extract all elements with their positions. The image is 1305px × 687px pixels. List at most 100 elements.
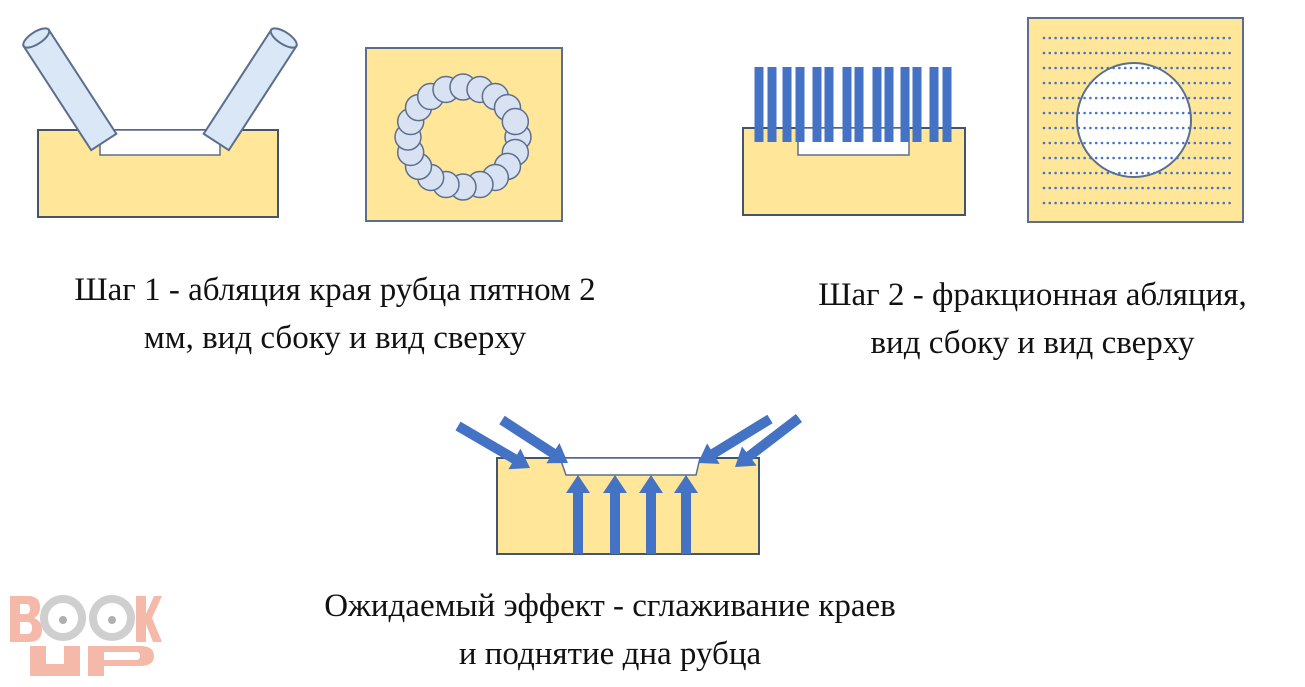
arrow-icon <box>603 475 627 554</box>
ablation-dot <box>1094 51 1098 55</box>
ablation-dot <box>1100 36 1104 40</box>
ablation-dot <box>1187 201 1191 205</box>
ablation-dot <box>1210 126 1214 130</box>
ablation-dot <box>1210 186 1214 190</box>
ablation-dot <box>1170 96 1173 100</box>
ablation-dot <box>1210 96 1214 100</box>
ablation-dot <box>1205 66 1208 70</box>
ablation-dot <box>1042 171 1046 175</box>
ablation-dot <box>1181 51 1185 55</box>
ablation-dot <box>1135 36 1139 40</box>
ablation-dot <box>1048 201 1052 205</box>
ablation-dot <box>1170 126 1173 130</box>
ablation-dot <box>1089 156 1092 160</box>
ablation-dot <box>1164 201 1168 205</box>
ablation-dot <box>1094 66 1098 70</box>
arrow-icon <box>735 414 803 467</box>
ablation-dot <box>1176 81 1179 85</box>
ablation-dot <box>1147 36 1150 40</box>
ablation-dot <box>1106 66 1110 70</box>
ablation-dot <box>1216 171 1220 175</box>
ablation-dot <box>1222 141 1226 145</box>
ablation-dot <box>1054 96 1057 100</box>
ablation-dot <box>1048 126 1052 130</box>
ablation-dot <box>1083 36 1086 40</box>
ablation-dot <box>1135 96 1139 100</box>
ablation-dot <box>1170 201 1173 205</box>
ablation-dot <box>1176 171 1179 175</box>
ablation-dot <box>1083 81 1086 85</box>
arrow-icon <box>698 414 773 464</box>
ablation-dot <box>1199 186 1202 190</box>
ablation-dot <box>1164 186 1168 190</box>
ablation-dot <box>1083 66 1086 70</box>
ablation-dot <box>1170 66 1173 70</box>
ablation-dot <box>1181 36 1185 40</box>
ablation-dot <box>1083 51 1086 55</box>
ablation-dot <box>1187 51 1191 55</box>
ablation-dot <box>1135 201 1139 205</box>
ablation-dot <box>1210 36 1214 40</box>
ablation-dot <box>1141 81 1144 85</box>
ablation-dot <box>1164 36 1168 40</box>
ablation-dot <box>1193 141 1197 145</box>
ablation-dot <box>1060 36 1063 40</box>
ablation-dot <box>1141 111 1144 115</box>
ablation-dot <box>1094 81 1098 85</box>
ablation-dot <box>1193 156 1197 160</box>
ablation-dot <box>1089 81 1092 85</box>
ablation-dot <box>1228 141 1231 145</box>
laser-column <box>884 67 894 142</box>
ablation-dot <box>1118 201 1121 205</box>
ablation-dot <box>1152 156 1156 160</box>
ablation-dot <box>1152 201 1156 205</box>
ablation-dot <box>1228 66 1231 70</box>
ablation-dot <box>1054 201 1057 205</box>
ablation-dot <box>1158 81 1162 85</box>
ablation-dot <box>1181 141 1185 145</box>
ablation-dot <box>1042 111 1046 115</box>
ablation-dot <box>1129 51 1133 55</box>
ablation-dot <box>1123 126 1127 130</box>
ablation-dot <box>1187 111 1191 115</box>
ablation-dot <box>1065 51 1069 55</box>
ablation-dot <box>1141 126 1144 130</box>
ablation-dot <box>1170 36 1173 40</box>
ablation-dot <box>1228 96 1231 100</box>
ablation-dot <box>1065 96 1069 100</box>
step1-side-view <box>22 27 298 218</box>
ablation-dot <box>1100 201 1104 205</box>
ablation-dot <box>1048 171 1052 175</box>
ablation-dot <box>1164 141 1168 145</box>
ablation-dot <box>1123 171 1127 175</box>
ablation-dot <box>1106 51 1110 55</box>
ablation-dot <box>1129 111 1133 115</box>
ablation-dot <box>1100 51 1104 55</box>
ablation-dot <box>1147 96 1150 100</box>
ablation-dot <box>1216 126 1220 130</box>
ablation-dot <box>1181 156 1185 160</box>
ablation-dot <box>1129 36 1133 40</box>
ablation-dot <box>1152 51 1156 55</box>
effect-side-view <box>455 414 803 555</box>
ablation-dot <box>1054 36 1057 40</box>
ablation-dot <box>1222 96 1226 100</box>
ablation-dot <box>1228 171 1231 175</box>
ablation-dot <box>1060 81 1063 85</box>
ablation-dot <box>1170 186 1173 190</box>
ablation-dot <box>1094 171 1098 175</box>
caption-step1-line1: Шаг 1 - абляция края рубца пятном 2 <box>74 272 596 308</box>
ablation-dot <box>1205 141 1208 145</box>
ablation-dot <box>1071 36 1075 40</box>
ablation-dot <box>1141 51 1144 55</box>
ablation-dot <box>1222 36 1226 40</box>
ablation-dot <box>1118 171 1121 175</box>
ablation-dot <box>1222 201 1226 205</box>
arrow-icon <box>455 421 530 470</box>
ablation-dot <box>1060 201 1063 205</box>
laser-column <box>929 67 939 142</box>
ablation-dot <box>1071 81 1075 85</box>
ablation-dot <box>1176 36 1179 40</box>
bookup-logo <box>10 595 162 676</box>
ablation-dot <box>1228 201 1231 205</box>
